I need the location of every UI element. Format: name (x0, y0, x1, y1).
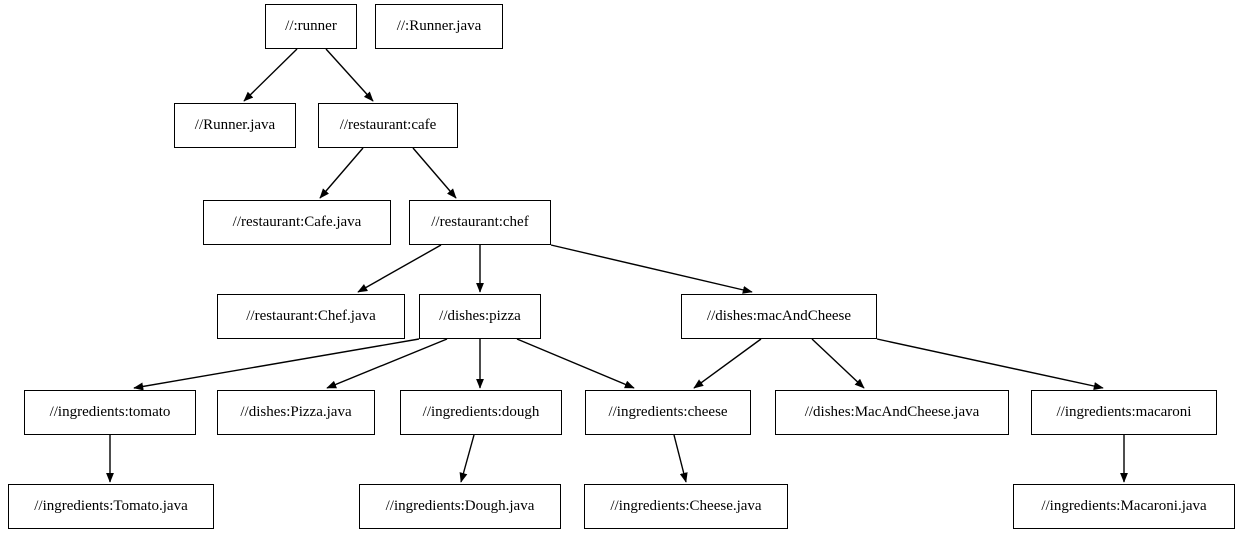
graph-node-label: //ingredients:Cheese.java (610, 498, 762, 514)
graph-node-label: //dishes:Pizza.java (240, 404, 352, 420)
graph-edge-dishes_mac-to-mac_java (811, 338, 865, 389)
graph-node-label: //ingredients:dough (422, 404, 540, 420)
graph-edge-runner-to-restaurant_cafe (325, 48, 374, 102)
graph-node-mac_java[interactable]: //dishes:MacAndCheese.java (775, 390, 1009, 435)
graph-edge-dishes_mac-to-ing_macaroni (876, 338, 1104, 390)
graph-node-label: //:Runner.java (396, 18, 482, 34)
graph-node-pizza_java[interactable]: //dishes:Pizza.java (217, 390, 375, 435)
graph-node-macaroni_java[interactable]: //ingredients:Macaroni.java (1013, 484, 1235, 529)
graph-node-runner_java_root[interactable]: //:Runner.java (375, 4, 503, 49)
graph-node-dishes_pizza[interactable]: //dishes:pizza (419, 294, 541, 339)
graph-node-tomato_java[interactable]: //ingredients:Tomato.java (8, 484, 214, 529)
graph-node-label: //Runner.java (194, 117, 276, 133)
graph-edge-restaurant_chef-to-dishes_mac (550, 244, 753, 294)
graph-edge-dishes_pizza-to-ing_cheese (516, 338, 635, 389)
graph-node-cafe_java[interactable]: //restaurant:Cafe.java (203, 200, 391, 245)
graph-edge-dishes_pizza-to-ing_tomato (133, 338, 420, 391)
graph-node-runner[interactable]: //:runner (265, 4, 357, 49)
graph-node-restaurant_chef[interactable]: //restaurant:chef (409, 200, 551, 245)
graph-edge-runner-to-runner_java (243, 48, 298, 102)
graph-edge-dishes_pizza-to-pizza_java (326, 338, 448, 389)
graph-edge-restaurant_chef-to-chef_java (357, 244, 442, 293)
graph-node-label: //ingredients:tomato (49, 404, 171, 420)
graph-edge-dishes_mac-to-ing_cheese (693, 338, 762, 389)
graph-node-label: //ingredients:macaroni (1056, 404, 1192, 420)
graph-node-chef_java[interactable]: //restaurant:Chef.java (217, 294, 405, 339)
graph-node-ing_macaroni[interactable]: //ingredients:macaroni (1031, 390, 1217, 435)
graph-edge-restaurant_cafe-to-cafe_java (319, 147, 364, 199)
graph-node-label: //restaurant:cafe (339, 117, 437, 133)
graph-node-label: //ingredients:cheese (608, 404, 728, 420)
graph-node-label: //ingredients:Macaroni.java (1041, 498, 1207, 514)
graph-node-cheese_java[interactable]: //ingredients:Cheese.java (584, 484, 788, 529)
graph-node-label: //restaurant:Cafe.java (232, 214, 362, 230)
graph-node-label: //restaurant:Chef.java (246, 308, 376, 324)
graph-node-label: //dishes:macAndCheese (706, 308, 852, 324)
graph-node-label: //restaurant:chef (431, 214, 529, 230)
graph-node-ing_dough[interactable]: //ingredients:dough (400, 390, 562, 435)
graph-node-label: //dishes:MacAndCheese.java (804, 404, 980, 420)
graph-node-label: //ingredients:Tomato.java (34, 498, 188, 514)
graph-node-dough_java[interactable]: //ingredients:Dough.java (359, 484, 561, 529)
graph-node-label: //:runner (285, 18, 337, 34)
graph-edge-restaurant_cafe-to-restaurant_chef (412, 147, 457, 199)
graph-node-label: //ingredients:Dough.java (385, 498, 535, 514)
graph-node-dishes_mac[interactable]: //dishes:macAndCheese (681, 294, 877, 339)
graph-edge-ing_dough-to-dough_java (459, 434, 475, 483)
graph-node-runner_java[interactable]: //Runner.java (174, 103, 296, 148)
graph-node-ing_cheese[interactable]: //ingredients:cheese (585, 390, 751, 435)
graph-node-ing_tomato[interactable]: //ingredients:tomato (24, 390, 196, 435)
graph-edge-ing_cheese-to-cheese_java (673, 434, 688, 483)
graph-node-restaurant_cafe[interactable]: //restaurant:cafe (318, 103, 458, 148)
graph-node-label: //dishes:pizza (439, 308, 521, 324)
